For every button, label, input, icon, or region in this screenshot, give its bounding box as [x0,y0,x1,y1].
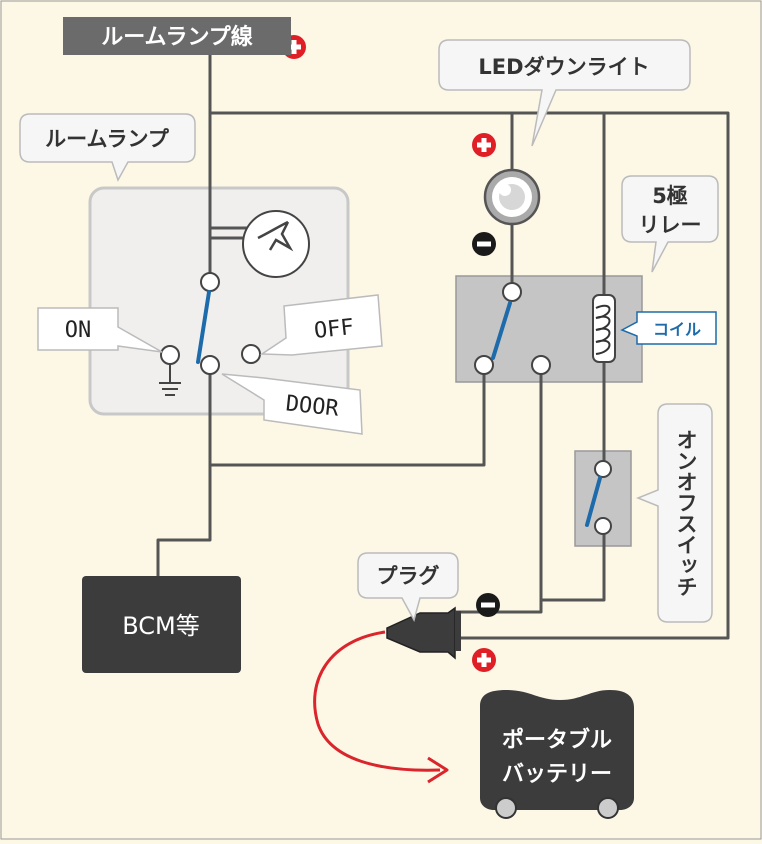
onoff-contact-top [594,460,612,478]
plus-circle-icon [472,648,496,672]
battery-wheel-right [597,797,619,819]
coil-label: コイル [653,320,701,339]
on-label: ON [65,318,92,343]
ground-icon [159,364,181,396]
room-lamp-housing [88,186,350,416]
switch-contact-on [160,345,180,365]
plug-bubble [357,552,459,622]
minus-circle-icon [472,232,496,256]
led-downlight-label: LEDダウンライト [478,55,649,79]
on-bubble [37,307,163,353]
door-bubble [221,373,363,435]
onoff-switch-bubble [635,403,713,623]
switch-contact-top [200,272,220,292]
coil-bubble [620,311,717,345]
led-highlight [499,184,511,196]
wire-switch-to-minus [540,526,606,602]
connect-arrow [313,630,441,772]
relay-label-line2: リレー [639,213,702,237]
plus-circle-icon [472,133,496,157]
off-label: OFF [313,315,355,344]
onoff-switch-blade [585,476,602,527]
onoff-switch-label: オンオフスイッチ [674,429,698,597]
switch-contact-off [241,344,261,364]
room-lamp-switch-blade [196,290,211,364]
led-downlight-bubble [438,39,691,147]
portable-battery [480,690,634,810]
relay-switch-blade [491,301,512,360]
plug-icon [386,606,461,660]
wire-plus-bus [210,111,730,640]
bulb-icon [242,210,310,278]
minus-circle-icon [476,593,500,617]
room-lamp-wire-tag [63,17,291,55]
plug-label: プラグ [377,564,440,588]
connect-arrowhead [427,756,449,784]
battery-wheel-left [495,797,517,819]
battery-label-line2: バッテリー [502,762,612,787]
relay-contact-top [502,282,522,302]
room-lamp-wire-label: ルームランプ線 [101,24,253,50]
onoff-contact-bottom [594,517,612,535]
room-lamp-bubble [19,113,196,182]
battery-label-line1: ポータブル [502,727,612,753]
switch-contact-door [200,355,220,375]
off-bubble [259,294,383,356]
coil-winding [595,304,611,355]
wire-relay-common [210,365,486,467]
bulb-filament [257,220,294,252]
bcm-label: BCM等 [122,612,200,640]
relay-contact-no [531,355,551,375]
relay-bubble [621,175,719,273]
door-label: DOOR [285,391,341,421]
relay-label-line1: 5極 [652,184,688,208]
relay-contact-common [474,355,494,375]
bcm-box [82,576,241,673]
room-lamp-label: ルームランプ [45,127,170,151]
wire-door-bcm [156,365,212,578]
